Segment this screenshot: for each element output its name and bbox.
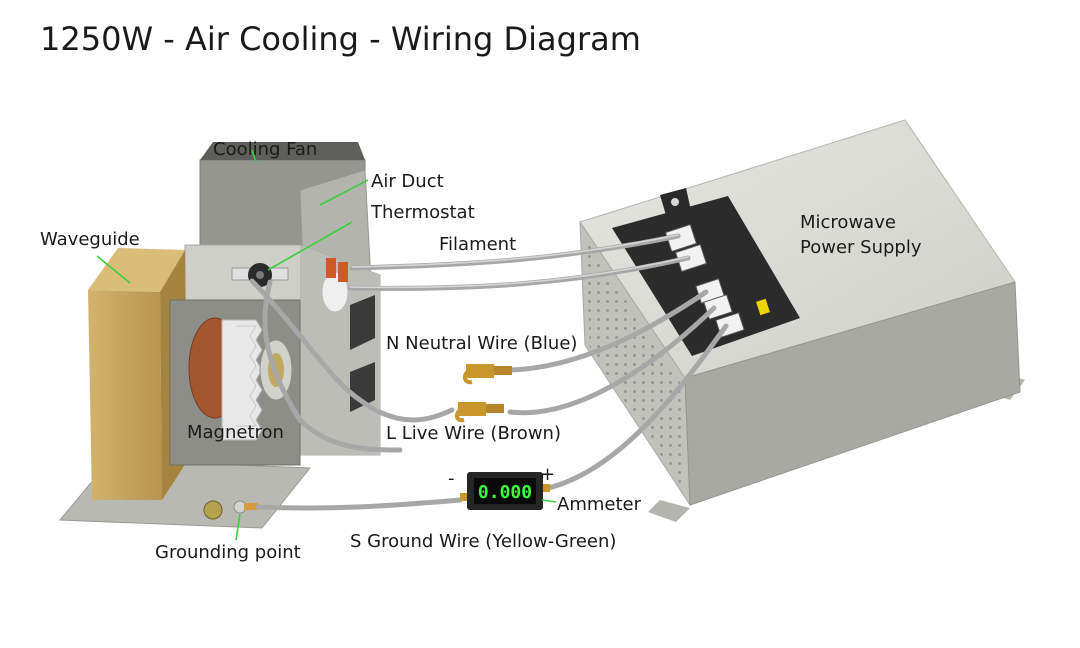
status-sticker xyxy=(756,298,770,316)
wire-highlight xyxy=(349,256,689,289)
ground-wire xyxy=(255,497,463,511)
neutral-spade-terminal xyxy=(463,364,512,385)
thermostat-to-magnetron-wire xyxy=(249,278,455,423)
waveguide xyxy=(88,248,185,292)
magnetron-assembly xyxy=(58,142,381,529)
terminal-panel xyxy=(612,196,800,356)
grounding-point xyxy=(203,500,223,520)
filament-terminals xyxy=(664,223,708,273)
filament-wire xyxy=(347,255,691,291)
side-panel xyxy=(350,295,375,350)
label-neutral-wire: N Neutral Wire (Blue) xyxy=(386,333,577,354)
ground-lug xyxy=(244,503,258,510)
power-supply-foot xyxy=(648,500,690,522)
labels: Cooling Fan Air Duct Thermostat Waveguid… xyxy=(40,139,922,563)
label-power-supply-line2: Power Supply xyxy=(800,237,922,258)
leader-thermostat xyxy=(267,221,353,271)
bracket-hole xyxy=(671,198,679,206)
filament-connector xyxy=(326,258,336,278)
leader-grounding-point xyxy=(235,513,241,541)
thermostat-center xyxy=(256,271,264,279)
filament-wire xyxy=(349,233,681,271)
page-title: 1250W - Air Cooling - Wiring Diagram xyxy=(40,20,641,58)
wires xyxy=(249,233,729,511)
microwave-power-supply xyxy=(579,119,1025,522)
label-air-duct: Air Duct xyxy=(371,171,444,192)
ammeter-display: 0.000 xyxy=(478,482,532,503)
cooling-fan-top xyxy=(200,142,365,160)
live-spade-terminal xyxy=(455,402,504,423)
power-supply-side xyxy=(684,281,1021,506)
label-thermostat: Thermostat xyxy=(370,202,475,223)
terminal-block xyxy=(664,223,698,253)
label-ammeter-plus: + xyxy=(540,464,555,485)
label-live-wire: L Live Wire (Brown) xyxy=(386,423,561,444)
leader-cooling-fan xyxy=(251,149,257,163)
label-waveguide: Waveguide xyxy=(40,229,140,250)
label-filament: Filament xyxy=(439,234,516,255)
neutral-wire xyxy=(507,289,709,373)
label-grounding-point: Grounding point xyxy=(155,542,301,563)
leader-air-duct xyxy=(319,179,369,206)
leader-lines xyxy=(96,149,557,541)
vent-pattern xyxy=(585,238,684,490)
leader-ammeter xyxy=(541,499,557,503)
label-ammeter: Ammeter xyxy=(557,494,642,515)
label-ground-wire: S Ground Wire (Yellow-Green) xyxy=(350,531,616,552)
label-magnetron: Magnetron xyxy=(187,422,284,443)
leader-waveguide xyxy=(96,255,131,284)
ammeter: 0.000 xyxy=(460,472,550,510)
filament-connector xyxy=(338,262,348,282)
label-power-supply-line1: Microwave xyxy=(800,212,896,233)
ammeter-plus-wire xyxy=(545,323,729,491)
cooling-fins xyxy=(221,319,263,441)
waveguide-front xyxy=(88,290,162,500)
wire-highlight xyxy=(351,234,679,268)
live-wire xyxy=(507,305,717,416)
label-cooling-fan: Cooling Fan xyxy=(213,139,317,160)
magnetron-loop-wire xyxy=(262,279,403,453)
label-ammeter-minus: - xyxy=(448,468,455,489)
